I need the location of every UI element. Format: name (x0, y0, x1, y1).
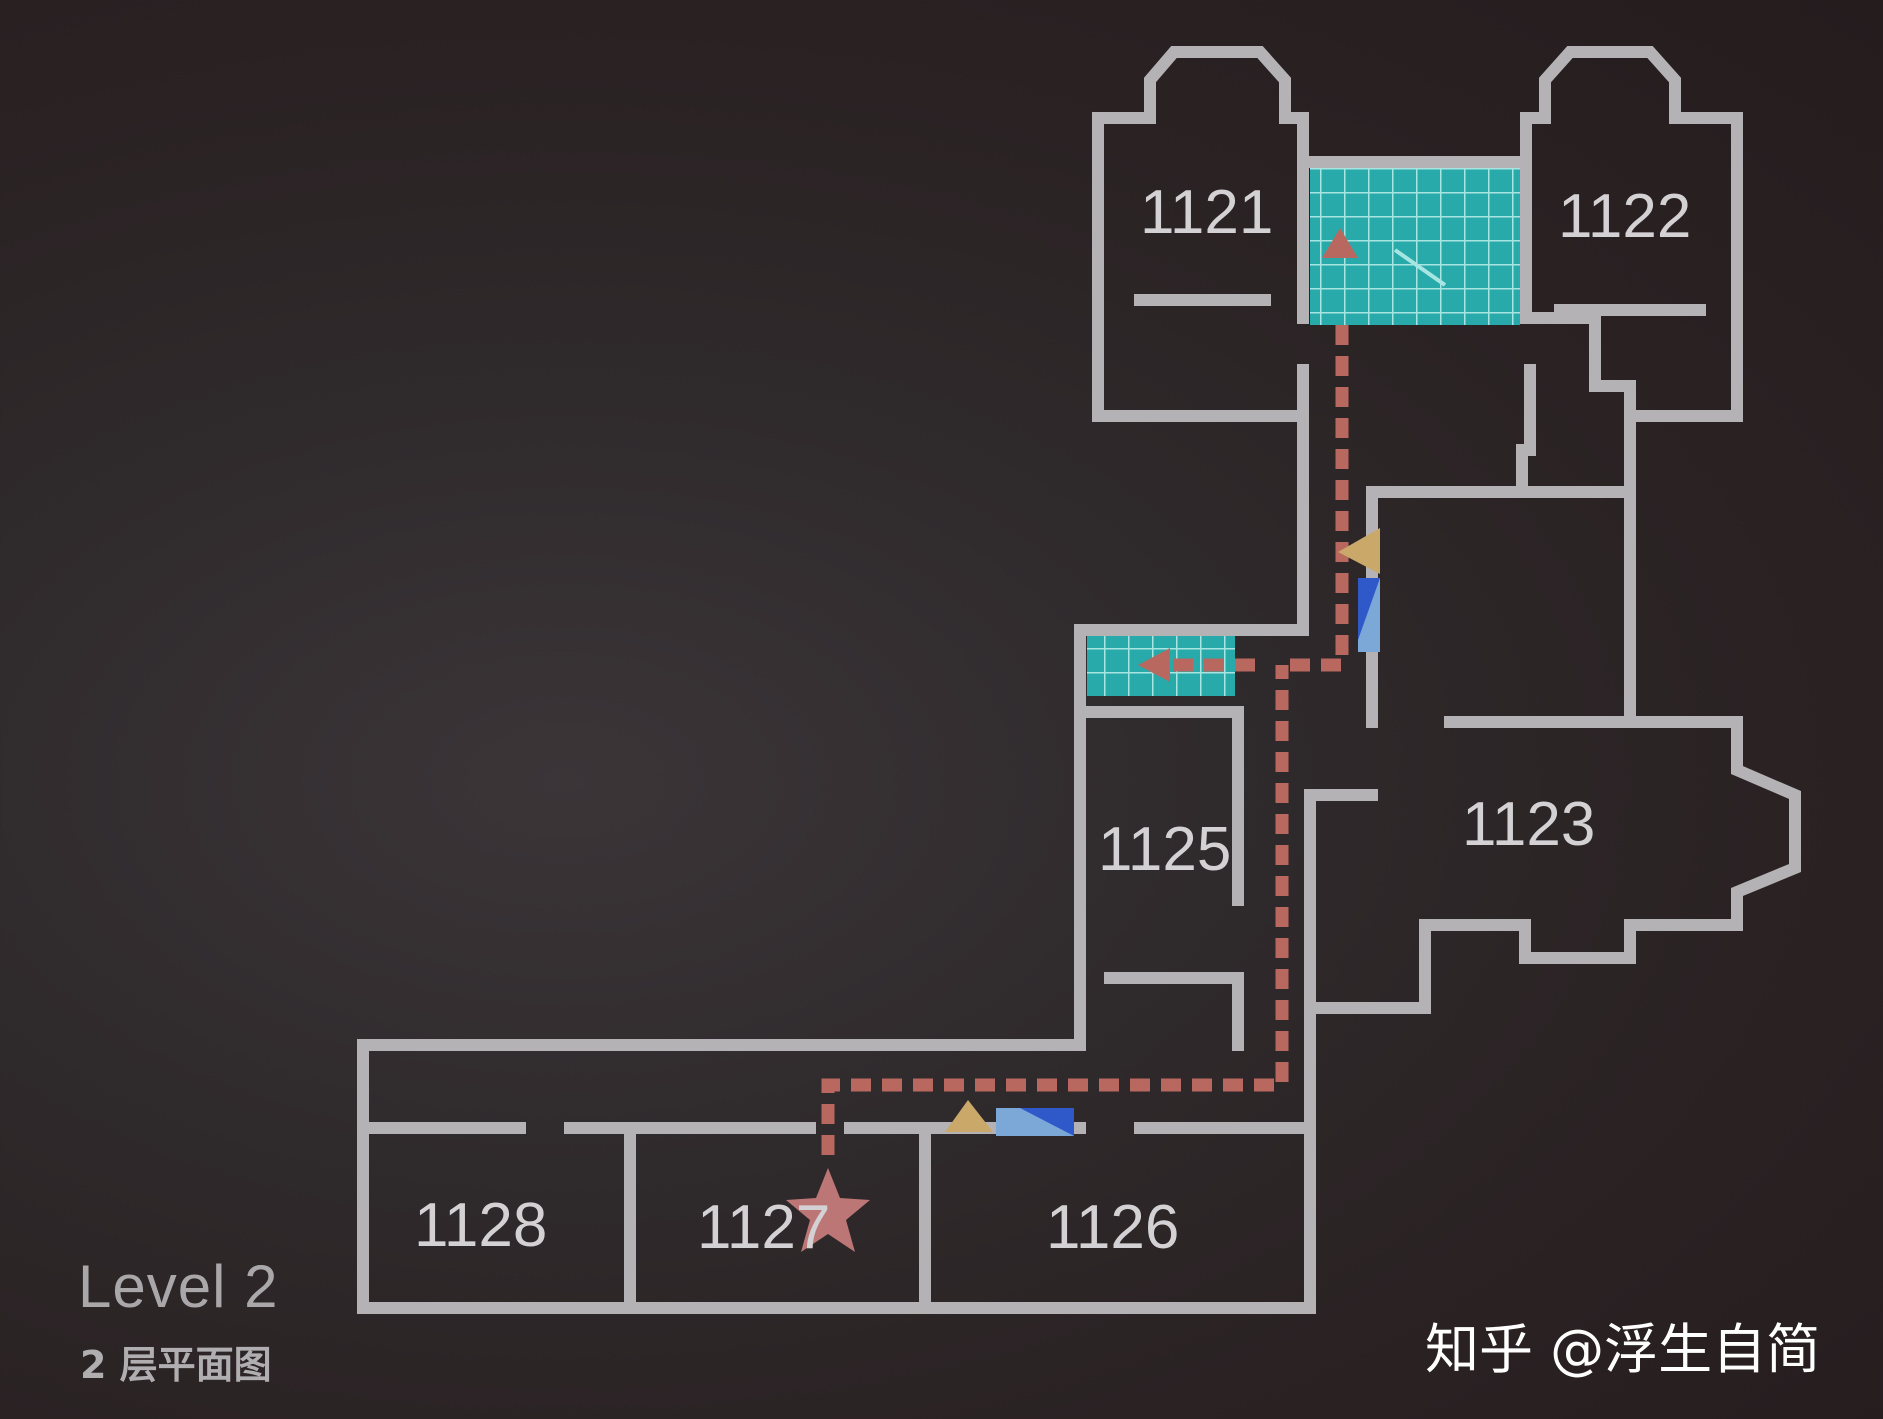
level-title: Level 2 (78, 1253, 279, 1320)
watermark-text: 知乎 @浮生自简 (1425, 1318, 1821, 1381)
level-subtitle: 2 层平面图 (80, 1343, 272, 1387)
arrow-up-icon (1322, 228, 1358, 258)
door-icon (996, 1108, 1074, 1136)
room-label-1127: 1127 (697, 1193, 830, 1262)
walls (357, 46, 1801, 1314)
door-icon (1358, 578, 1380, 652)
triangle-icon (945, 1100, 993, 1132)
room-label-1123: 1123 (1462, 790, 1595, 859)
evacuation-route (821, 318, 1349, 1155)
room-label-1125: 1125 (1098, 815, 1231, 884)
triangle-icon (1338, 528, 1380, 574)
room-label-1121: 1121 (1140, 178, 1273, 247)
arrow-left-icon (1138, 648, 1170, 682)
star-icon (786, 1168, 870, 1252)
stairs-north-diagonal (1393, 248, 1447, 287)
room-label-1126: 1126 (1046, 1193, 1179, 1262)
room-label-1128: 1128 (414, 1191, 547, 1260)
room-label-1122: 1122 (1558, 182, 1691, 251)
